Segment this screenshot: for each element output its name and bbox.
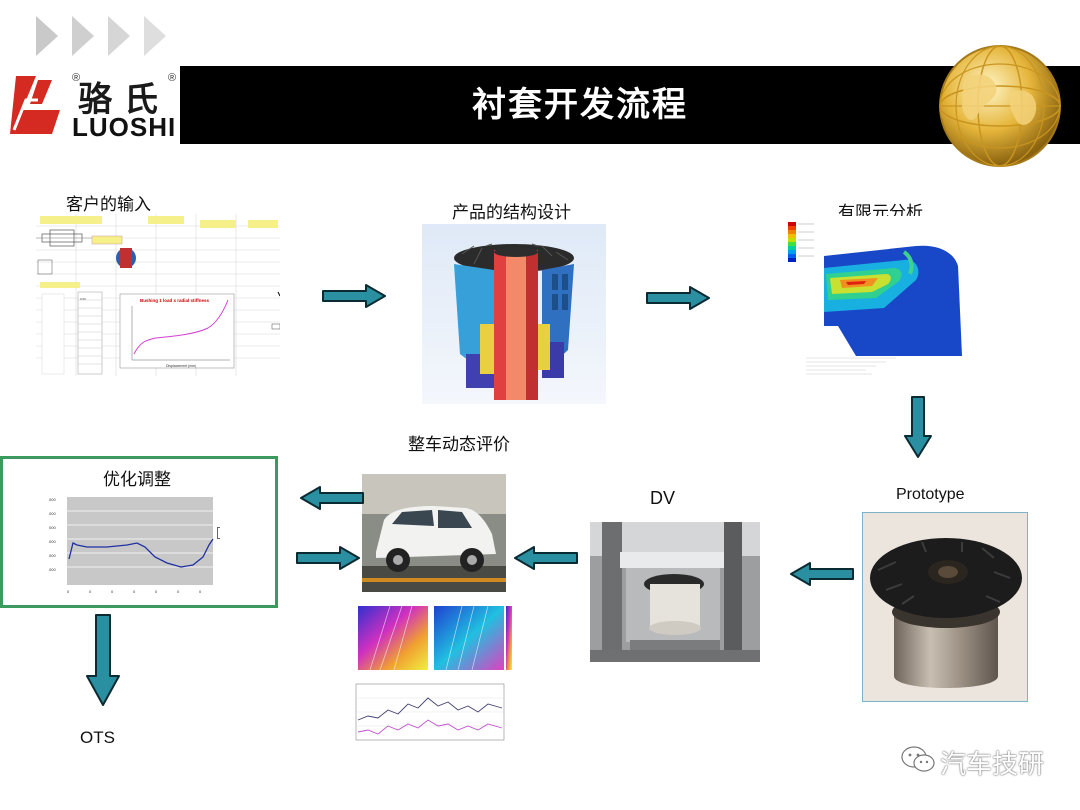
svg-text:0.00: 0.00 [80, 297, 86, 301]
vehicle-test-photo [362, 474, 506, 592]
arrow-down-icon [86, 614, 120, 706]
arrow-right-icon [646, 286, 710, 310]
arrow-right-icon [296, 546, 360, 570]
logo-registered: ® [168, 72, 177, 84]
vehicle-spectrogram [350, 600, 514, 678]
vehicle-line-chart [346, 680, 512, 746]
slide-title: 衬套开发流程 [472, 86, 688, 124]
header-chevrons [36, 16, 166, 56]
fea-contour-plot [786, 216, 966, 382]
step-label-structure-design: 产品的结构设计 [452, 203, 571, 222]
svg-text:0: 0 [177, 589, 180, 594]
logo-registered: ® [72, 72, 81, 84]
arrow-right-icon [322, 284, 386, 308]
customer-input-spreadsheet: 0.00 Bushing 1 load x radial stiffness D… [36, 214, 280, 376]
svg-text:000: 000 [49, 567, 56, 572]
watermark-text: 汽车技研 [939, 749, 1044, 779]
step-label-prototype: Prototype [896, 486, 965, 503]
svg-text:0: 0 [89, 589, 92, 594]
optimize-box-tick [217, 527, 220, 539]
displacement-axis-label: Displacement (mm) [166, 364, 196, 368]
logo-mark [10, 76, 60, 134]
svg-text:0: 0 [133, 589, 136, 594]
svg-text:0: 0 [67, 589, 70, 594]
step-label-customer-input: 客户的输入 [66, 195, 151, 214]
dv-test-rig-photo [590, 522, 760, 662]
chevron-right-icon [144, 16, 166, 56]
svg-text:000: 000 [49, 497, 56, 502]
svg-text:0: 0 [111, 589, 114, 594]
step-label-dv: DV [650, 488, 676, 508]
title-bar: 衬套开发流程 [180, 66, 1080, 144]
logo-text-en: LUOSHI [72, 112, 177, 142]
chevron-right-icon [108, 16, 130, 56]
prototype-photo [862, 512, 1028, 702]
svg-text:000: 000 [49, 511, 56, 516]
bushing-chart-title: Bushing 1 load x radial stiffness [140, 298, 210, 303]
chevron-right-icon [36, 16, 58, 56]
svg-text:000: 000 [49, 553, 56, 558]
svg-text:0: 0 [155, 589, 158, 594]
step-label-ots: OTS [80, 728, 115, 747]
svg-text:000: 000 [49, 539, 56, 544]
arrow-left-icon [514, 546, 578, 570]
step-label-vehicle-eval: 整车动态评价 [408, 435, 510, 454]
company-logo: 骆氏 ® ® LUOSHI [8, 70, 176, 142]
svg-text:0: 0 [199, 589, 202, 594]
structure-design-cad [422, 224, 606, 404]
chevron-right-icon [72, 16, 94, 56]
globe-icon [939, 45, 1061, 167]
step-label-optimize: 优化调整 [103, 470, 171, 489]
arrow-left-icon [300, 486, 364, 510]
arrow-left-icon [790, 562, 854, 586]
arrow-down-icon [904, 396, 932, 458]
wechat-icon [901, 746, 935, 772]
logo-text-cn: 骆氏 [78, 80, 170, 120]
svg-text:000: 000 [49, 525, 56, 530]
